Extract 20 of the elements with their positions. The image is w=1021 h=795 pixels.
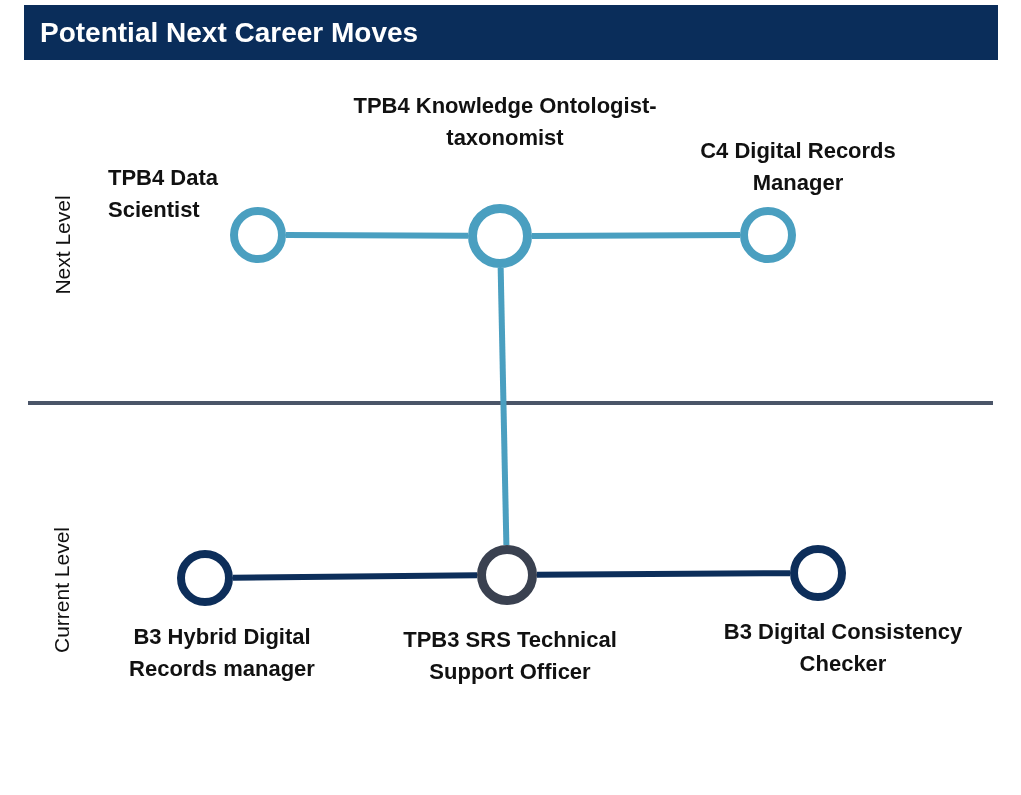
connector-line [497,267,510,546]
level-label: Current Level [50,526,75,654]
role-label: TPB3 SRS Technical Support Officer [402,626,618,686]
role-label: TPB4 Knowledge Ontologist-taxonomist [352,92,658,152]
connector-line [536,570,791,578]
connector-line [286,232,468,239]
position-circle [740,207,796,263]
role-label: B3 Digital Consistency Checker [722,618,964,678]
title-banner: Potential Next Career Moves [24,5,998,60]
role-label: C4 Digital Records Manager [699,137,897,197]
connector-line [532,232,741,239]
role-label: TPB4 Data Scientist [108,164,220,224]
position-circle [230,207,286,263]
position-circle [177,550,233,606]
level-label: Next Level [50,195,75,295]
connector-line [232,572,478,581]
role-label: B3 Hybrid Digital Records manager [128,623,316,683]
position-circle [790,545,846,601]
position-circle [477,545,537,605]
position-circle [468,204,532,268]
